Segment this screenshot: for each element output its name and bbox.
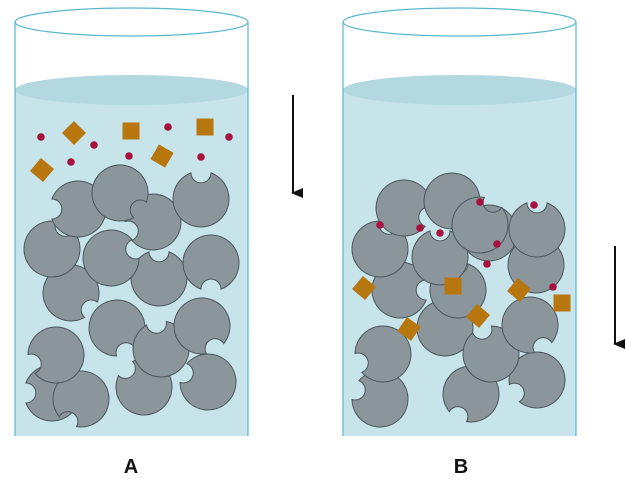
large-molecule-icon [196, 118, 214, 136]
bead-icon [27, 326, 85, 384]
bead-icon [354, 325, 412, 383]
large-molecule-icon [507, 278, 531, 302]
small-molecule-icon [476, 198, 484, 206]
bead-icon [173, 297, 231, 355]
small-molecule-icon [493, 240, 501, 248]
bead-icon [88, 299, 146, 357]
panel-label-a: A [123, 456, 139, 478]
bead-icon [23, 220, 81, 278]
column-a-large-molecules [30, 118, 214, 182]
bead-icon [375, 179, 433, 237]
bead-icon [508, 351, 566, 409]
bead-icon [82, 229, 140, 287]
bead-icon [182, 234, 240, 290]
small-molecule-icon [125, 152, 133, 160]
small-molecule-icon [225, 133, 233, 141]
column-a [14, 7, 249, 436]
small-molecule-icon [90, 141, 98, 149]
small-molecule-icon [376, 221, 384, 229]
column-a-rim [14, 7, 249, 37]
column-b-rim [342, 7, 577, 37]
bead-icon [91, 164, 149, 222]
bead-icon [179, 353, 237, 411]
column-a-beads [23, 164, 240, 428]
large-molecule-icon [444, 277, 462, 295]
small-molecule-icon [197, 153, 205, 161]
column-b-liquid-surface [343, 75, 576, 105]
large-molecule-icon [122, 122, 140, 140]
column-b-small-molecules [376, 198, 557, 291]
small-molecule-icon [549, 283, 557, 291]
column-b-large-molecules [352, 276, 571, 341]
bead-icon [42, 264, 100, 322]
small-molecule-icon [67, 158, 75, 166]
column-a-liquid-surface [15, 75, 248, 105]
small-molecule-icon [37, 133, 45, 141]
small-molecule-icon [436, 229, 444, 237]
large-molecule-icon [30, 158, 54, 182]
bead-icon [501, 296, 559, 354]
column-a-small-molecules [37, 123, 233, 166]
bead-icon [451, 196, 509, 254]
bead-icon [508, 202, 566, 258]
bead-icon [411, 230, 469, 286]
bead-icon [52, 370, 110, 428]
large-molecule-icon [466, 304, 490, 328]
panel-label-b: B [453, 456, 469, 478]
large-molecule-icon [352, 276, 376, 300]
column-b [342, 7, 577, 436]
bead-icon [351, 220, 409, 278]
small-molecule-icon [530, 201, 538, 209]
small-molecule-icon [483, 260, 491, 268]
small-molecule-icon [164, 123, 172, 131]
large-molecule-icon [397, 317, 421, 341]
column-b-beads [351, 172, 566, 428]
small-molecule-icon [416, 224, 424, 232]
large-molecule-icon [553, 294, 571, 312]
large-molecule-icon [61, 120, 87, 146]
bead-icon [172, 172, 230, 228]
large-molecule-icon [150, 144, 174, 168]
